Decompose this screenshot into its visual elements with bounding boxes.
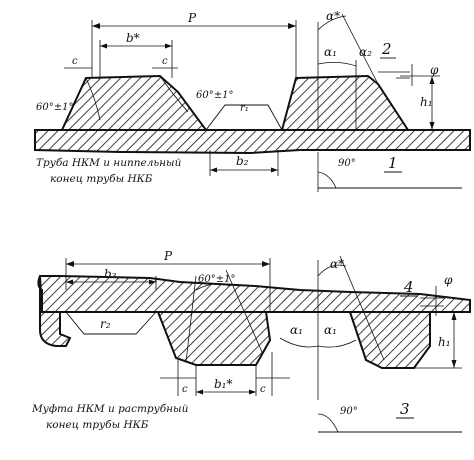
top-label-b2: b₂ [236, 154, 249, 168]
bottom-angle-mark: 60°±1° r₂ [100, 269, 263, 363]
bottom-dim-c-b1: c c b₁* [160, 352, 290, 396]
top-caption-line2: конец трубы НКБ [50, 173, 153, 185]
bottom-alpha-angles: α* α₁ α₁ [279, 255, 385, 400]
top-label-b: b* [126, 31, 140, 45]
bottom-label-alpha1-right: α₁ [324, 323, 337, 337]
bottom-label-4: 4 [403, 278, 414, 296]
bottom-label-b1: b₁* [214, 377, 233, 391]
top-label-p: P [187, 11, 197, 25]
top-label-1: 1 [388, 154, 398, 172]
bottom-label-angle: 60°±1° [198, 274, 235, 285]
top-label-alpha2: α₂ [359, 45, 372, 59]
bottom-hook-left [39, 275, 72, 347]
top-dim-b2: b₂ [209, 150, 279, 176]
bottom-caption-line2: конец трубы НКБ [46, 419, 149, 431]
top-label-2: 2 [381, 40, 392, 58]
top-body-strip [34, 129, 471, 155]
bottom-dim-b3: b₃ [66, 267, 157, 290]
bottom-caption-line1: Муфта НКМ и раструбный [31, 403, 189, 415]
bottom-dim-p: P [65, 249, 271, 312]
top-root-groove [205, 104, 283, 131]
bottom-root-groove [65, 311, 157, 335]
top-dim-b: b* [99, 31, 173, 78]
top-angle-marks: 60°±1° 60°±1° r₁ [36, 75, 249, 121]
bottom-axis-3: 90° 3 Муфта НКМ и раструбный конец трубы… [31, 400, 462, 433]
top-label-alpha: α* [326, 9, 340, 23]
bottom-label-90: 90° [340, 406, 358, 417]
bottom-dim-h1: h₁ [414, 311, 462, 369]
bottom-label-r2: r₂ [100, 317, 111, 331]
bottom-label-p: P [163, 249, 173, 263]
bottom-profile [37, 275, 471, 369]
top-axis-1: 90° 1 Труба НКМ и ниппельный конец трубы… [36, 152, 462, 192]
top-label-angle-right: 60°±1° [196, 90, 233, 101]
top-label-phi: φ [430, 63, 439, 77]
bottom-label-c-right: c [260, 384, 266, 395]
top-label-r1: r₁ [240, 103, 249, 114]
top-thread-right [280, 74, 410, 131]
top-label-90: 90° [338, 158, 356, 169]
top-ref-2: 2 φ [378, 40, 439, 86]
top-dim-c: c c [64, 56, 178, 69]
bottom-ref-4: 4 φ [400, 273, 453, 316]
top-label-c-left: c [72, 56, 78, 67]
top-dim-h1: h₁ [400, 75, 440, 131]
top-dim-p: P [91, 11, 297, 78]
bottom-label-h1: h₁ [438, 335, 451, 349]
top-alpha-angles: α* α₁ α₂ [317, 9, 379, 130]
top-label-h1: h₁ [420, 95, 433, 109]
bottom-label-alpha1-left: α₁ [290, 323, 303, 337]
bottom-label-phi: φ [444, 273, 453, 287]
top-profile [34, 74, 471, 155]
bottom-label-c-left: c [182, 384, 188, 395]
top-label-angle-left: 60°±1° [36, 102, 73, 113]
top-label-c-right: c [162, 56, 168, 67]
top-caption-line1: Труба НКМ и ниппельный [36, 157, 182, 169]
bottom-label-b3: b₃ [104, 267, 117, 281]
bottom-thread-2 [348, 311, 431, 369]
bottom-label-alpha: α* [330, 257, 344, 271]
top-label-alpha1: α₁ [324, 45, 337, 59]
bottom-thread-1 [156, 311, 272, 366]
bottom-label-3: 3 [400, 400, 410, 418]
